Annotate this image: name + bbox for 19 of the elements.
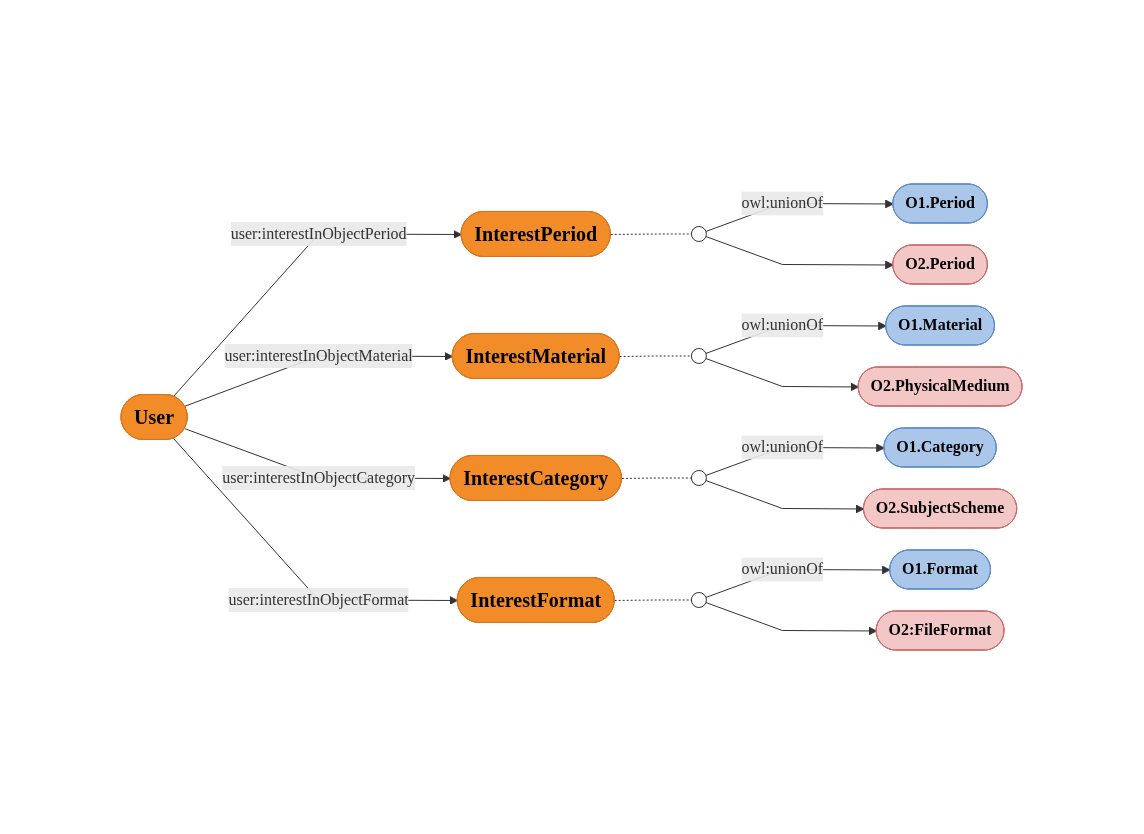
arrow <box>173 437 459 605</box>
arrow <box>705 358 860 392</box>
edge-label: user:interestInObjectFormat <box>228 590 410 608</box>
edge-label: user:interestInObjectMaterial <box>224 346 414 364</box>
edge-label: owl:unionOf <box>741 194 824 212</box>
edge-label: user:interestInObjectCategory <box>222 468 416 486</box>
node-circle <box>691 592 708 608</box>
arrow <box>705 602 878 636</box>
node-circle <box>691 226 708 242</box>
connector <box>621 477 693 479</box>
edge-label: owl:unionOf <box>741 560 824 578</box>
node-circle <box>691 348 708 364</box>
connector <box>619 355 693 357</box>
edge-label: owl:unionOf <box>741 438 824 456</box>
arrow <box>705 480 865 514</box>
arrow <box>173 230 463 398</box>
edge-label: owl:unionOf <box>741 316 824 334</box>
edge-label: user:interestInObjectPeriod <box>231 225 408 242</box>
node-circle <box>691 470 708 486</box>
